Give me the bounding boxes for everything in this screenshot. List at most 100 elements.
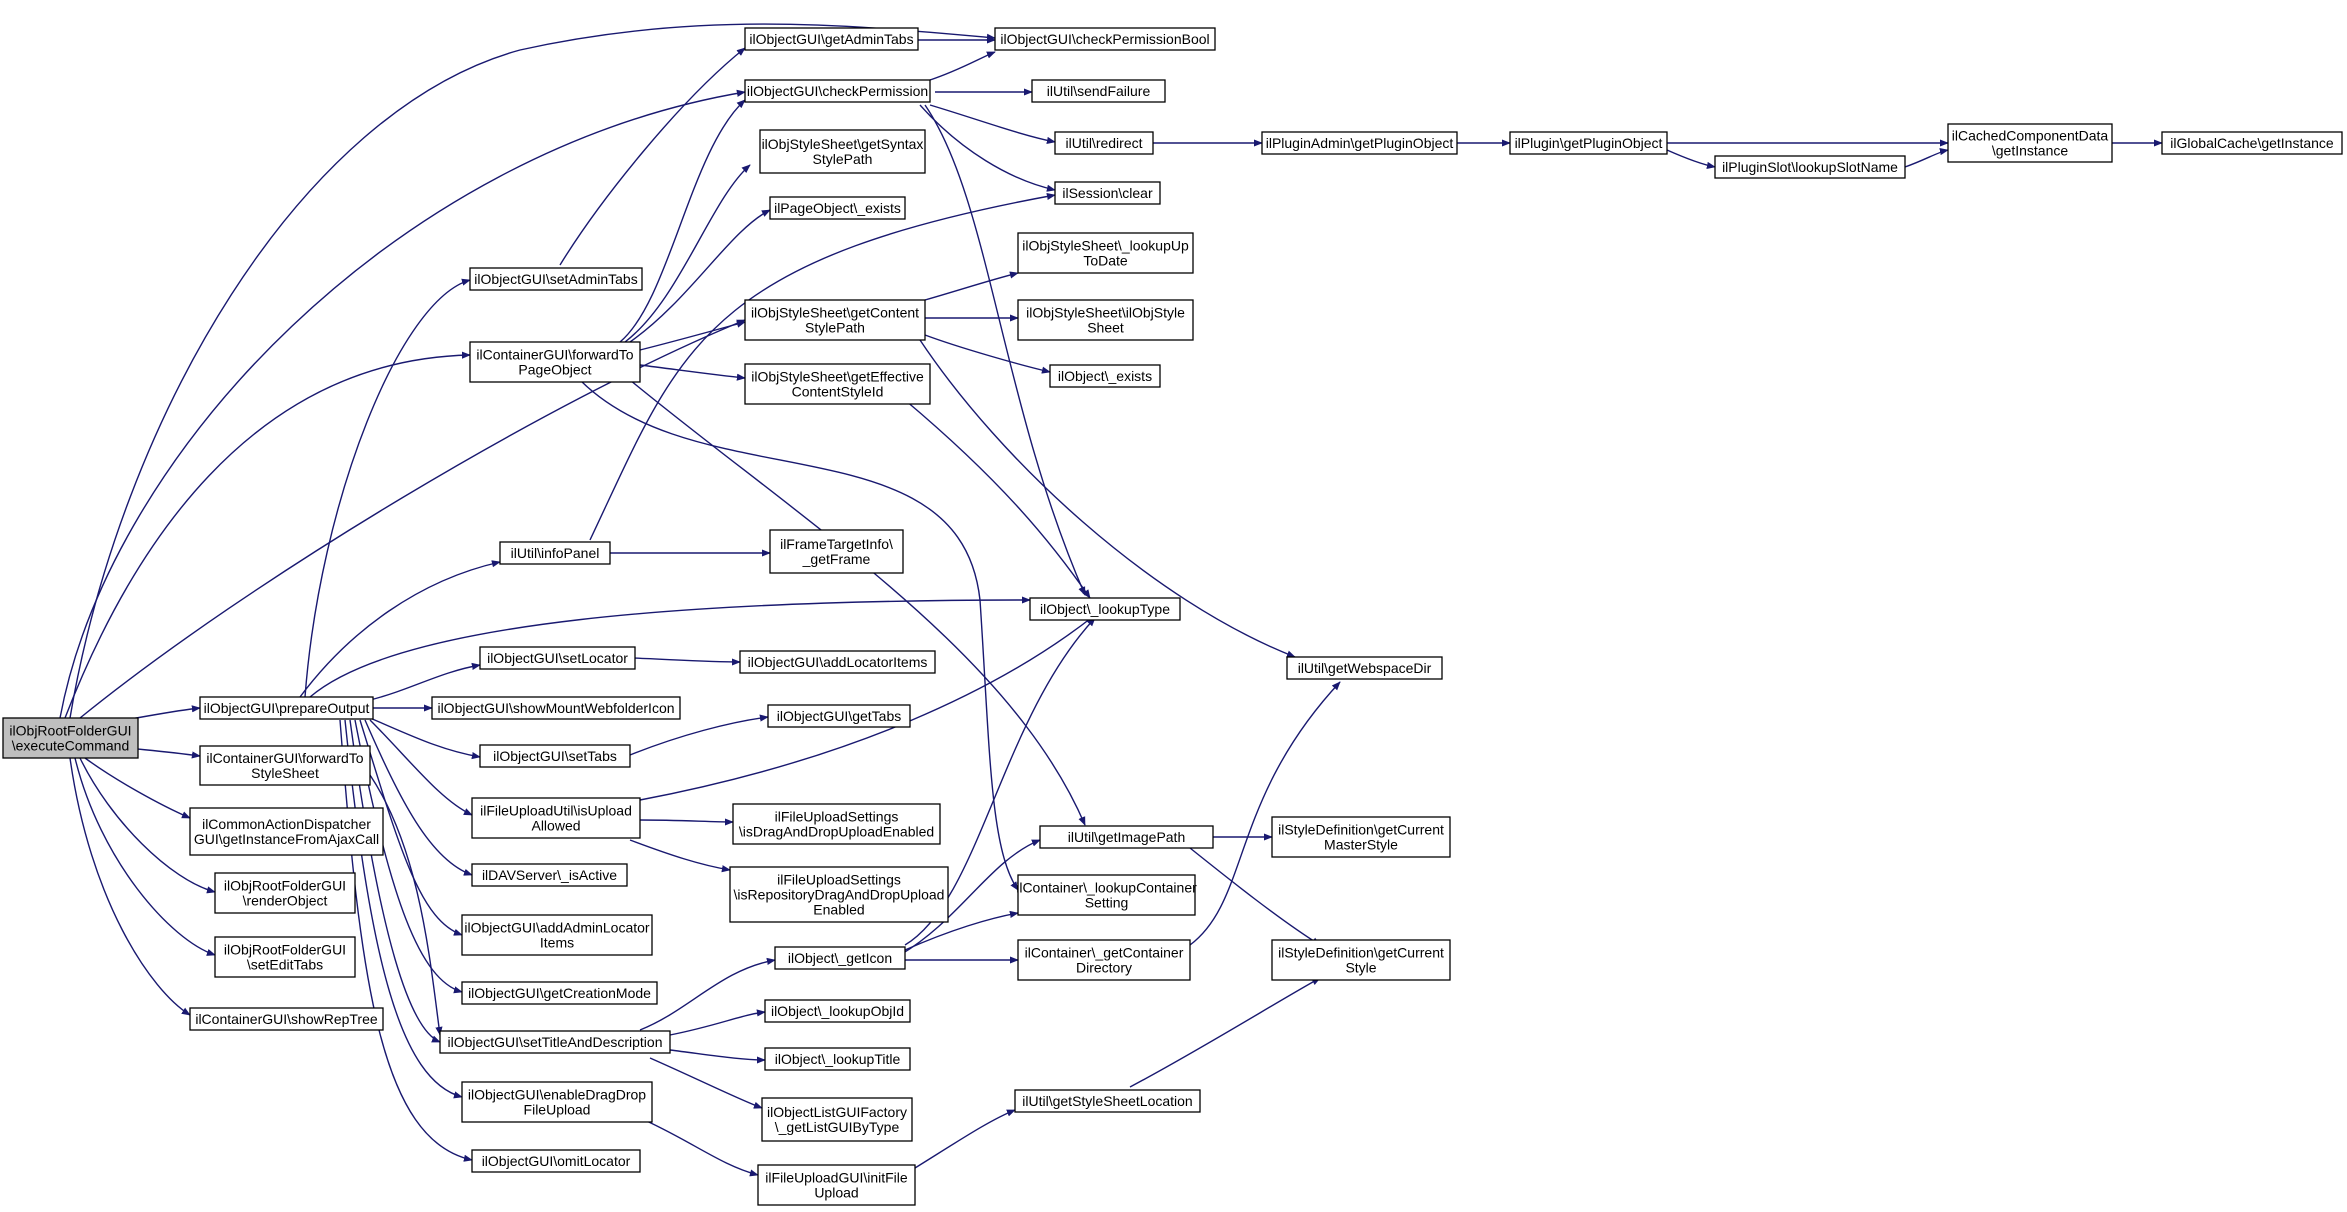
node-getTabs[interactable]: ilObjectGUI\getTabs xyxy=(767,704,911,728)
node-setAdminTabs[interactable]: ilObjectGUI\setAdminTabs xyxy=(469,267,643,291)
node-omitLocator[interactable]: ilObjectGUI\omitLocator xyxy=(471,1149,641,1173)
edge-getIcon-to-lookupContainerSetting xyxy=(904,910,1019,951)
node-getListGUIByType[interactable]: ilObjectListGUIFactory\_getListGUIByType xyxy=(761,1097,913,1142)
node-label: ilContainerGUI\forwardTo xyxy=(206,750,363,766)
node-setTabs[interactable]: ilObjectGUI\setTabs xyxy=(479,744,631,768)
node-label: ilFileUploadUtil\isUpload xyxy=(480,803,632,819)
node-ilObjStyleSheet[interactable]: ilObjStyleSheet\ilObjStyleSheet xyxy=(1017,299,1194,341)
node-objectExists[interactable]: ilObject\_exists xyxy=(1049,364,1161,388)
node-label: ilStyleDefinition\getCurrent xyxy=(1278,822,1444,838)
node-getEffectiveContentStyleId[interactable]: ilObjStyleSheet\getEffectiveContentStyle… xyxy=(744,363,931,405)
edge-isUploadAllowed-to-isDragAndDropUploadEnabled xyxy=(639,818,734,826)
node-getPluginObject[interactable]: ilPlugin\getPluginObject xyxy=(1509,131,1668,155)
node-label: ilCachedComponentData xyxy=(1952,128,2109,144)
edge-checkPermission-to-redirect xyxy=(929,104,1056,144)
edge-root-to-setEditTabs xyxy=(74,757,216,956)
edge-prepareOutput-to-isUploadAllowed xyxy=(369,719,473,816)
node-checkPermissionBool[interactable]: ilObjectGUI\checkPermissionBool xyxy=(994,27,1216,51)
node-setEditTabs[interactable]: ilObjRootFolderGUI\setEditTabs xyxy=(214,936,356,978)
node-label: ilCommonActionDispatcher xyxy=(202,816,371,832)
node-isDragAndDropUploadEnabled[interactable]: ilFileUploadSettings\isDragAndDropUpload… xyxy=(732,803,941,845)
node-infoPanel[interactable]: ilUtil\infoPanel xyxy=(499,541,611,565)
node-showRepTree[interactable]: ilContainerGUI\showRepTree xyxy=(189,1007,384,1031)
node-box xyxy=(469,341,641,383)
node-lookupTitle[interactable]: ilObject\_lookupTitle xyxy=(764,1047,911,1071)
node-box xyxy=(479,744,631,768)
node-sendFailure[interactable]: ilUtil\sendFailure xyxy=(1031,79,1166,103)
edge-prepareOutput-to-setAdminTabs xyxy=(304,278,471,698)
node-box xyxy=(764,1047,911,1071)
node-label: MasterStyle xyxy=(1324,837,1398,853)
node-label: ilContainer\_lookupContainer xyxy=(1016,880,1197,896)
node-globalCache[interactable]: ilGlobalCache\getInstance xyxy=(2161,131,2343,155)
node-box xyxy=(471,863,628,887)
node-checkPermission[interactable]: ilObjectGUI\checkPermission xyxy=(744,79,931,103)
node-box xyxy=(1049,364,1161,388)
node-pageObjectExists[interactable]: ilPageObject\_exists xyxy=(769,196,906,220)
node-label: ilObject\_lookupObjId xyxy=(771,1003,904,1019)
node-label: StylePath xyxy=(813,151,873,167)
node-addLocatorItems[interactable]: ilObjectGUI\addLocatorItems xyxy=(739,650,936,674)
node-box xyxy=(744,79,931,103)
edge-forwardToPageObject-to-getImagePath xyxy=(629,379,1086,826)
node-setTitleAndDescription[interactable]: ilObjectGUI\setTitleAndDescription xyxy=(439,1030,671,1054)
node-redirect[interactable]: ilUtil\redirect xyxy=(1054,131,1154,155)
node-lookupSlotName[interactable]: ilPluginSlot\lookupSlotName xyxy=(1714,155,1906,179)
node-getWebspaceDir[interactable]: ilUtil\getWebspaceDir xyxy=(1286,656,1443,680)
edge-forwardToPageObject-to-getContentStylePath xyxy=(639,320,746,351)
node-box xyxy=(499,541,611,565)
node-box xyxy=(2,717,139,759)
node-label: ToDate xyxy=(1083,253,1128,269)
node-commonAction[interactable]: ilCommonActionDispatcherGUI\getInstanceF… xyxy=(189,807,384,856)
node-showMountWebfolderIcon[interactable]: ilObjectGUI\showMountWebfolderIcon xyxy=(431,696,681,720)
node-renderObject[interactable]: ilObjRootFolderGUI\renderObject xyxy=(214,872,356,914)
edge-root-to-checkPermissionBool xyxy=(69,23,996,719)
node-label: \setEditTabs xyxy=(247,957,323,973)
node-label: _getFrame xyxy=(802,551,871,567)
node-box xyxy=(769,196,906,220)
node-getAdminTabs[interactable]: ilObjectGUI\getAdminTabs xyxy=(744,27,919,51)
node-box xyxy=(994,27,1216,51)
node-root[interactable]: ilObjRootFolderGUI\executeCommand xyxy=(2,717,139,759)
node-lookupObjId[interactable]: ilObject\_lookupObjId xyxy=(764,999,911,1023)
node-box xyxy=(431,696,681,720)
node-getCreationMode[interactable]: ilObjectGUI\getCreationMode xyxy=(461,981,658,1005)
edge-root-to-renderObject xyxy=(79,757,216,894)
node-box xyxy=(1039,825,1214,849)
node-label: ilObjectGUI\setLocator xyxy=(487,650,628,666)
node-box xyxy=(471,1149,641,1173)
node-label: Directory xyxy=(1076,960,1132,976)
node-sessionClear[interactable]: ilSession\clear xyxy=(1054,181,1161,205)
node-isRepositoryDragAndDrop[interactable]: ilFileUploadSettings\isRepositoryDragAnd… xyxy=(729,866,949,923)
node-getPluginObjectAdmin[interactable]: ilPluginAdmin\getPluginObject xyxy=(1261,131,1458,155)
node-label: ilContainerGUI\showRepTree xyxy=(195,1011,378,1027)
node-getFrame[interactable]: ilFrameTargetInfo\_getFrame xyxy=(769,529,904,574)
node-lookupType[interactable]: ilObject\_lookupType xyxy=(1029,597,1181,621)
node-getImagePath[interactable]: ilUtil\getImagePath xyxy=(1039,825,1214,849)
edge-setLocator-to-addLocatorItems xyxy=(632,657,741,666)
node-setLocator[interactable]: ilObjectGUI\setLocator xyxy=(479,646,636,670)
node-label: ilPluginSlot\lookupSlotName xyxy=(1722,159,1898,175)
edge-getPluginObject-to-lookupSlotName xyxy=(1666,149,1716,169)
node-cachedGetInstance[interactable]: ilCachedComponentData\getInstance xyxy=(1947,123,2113,163)
node-davIsActive[interactable]: ilDAVServer\_isActive xyxy=(471,863,628,887)
node-getIcon[interactable]: ilObject\_getIcon xyxy=(774,946,906,970)
node-prepareOutput[interactable]: ilObjectGUI\prepareOutput xyxy=(199,696,374,720)
node-box xyxy=(759,129,926,174)
node-label: Enabled xyxy=(813,902,864,918)
edge-setTabs-to-getTabs xyxy=(629,714,769,756)
node-getStyleSheetLocation[interactable]: ilUtil\getStyleSheetLocation xyxy=(1014,1089,1201,1113)
